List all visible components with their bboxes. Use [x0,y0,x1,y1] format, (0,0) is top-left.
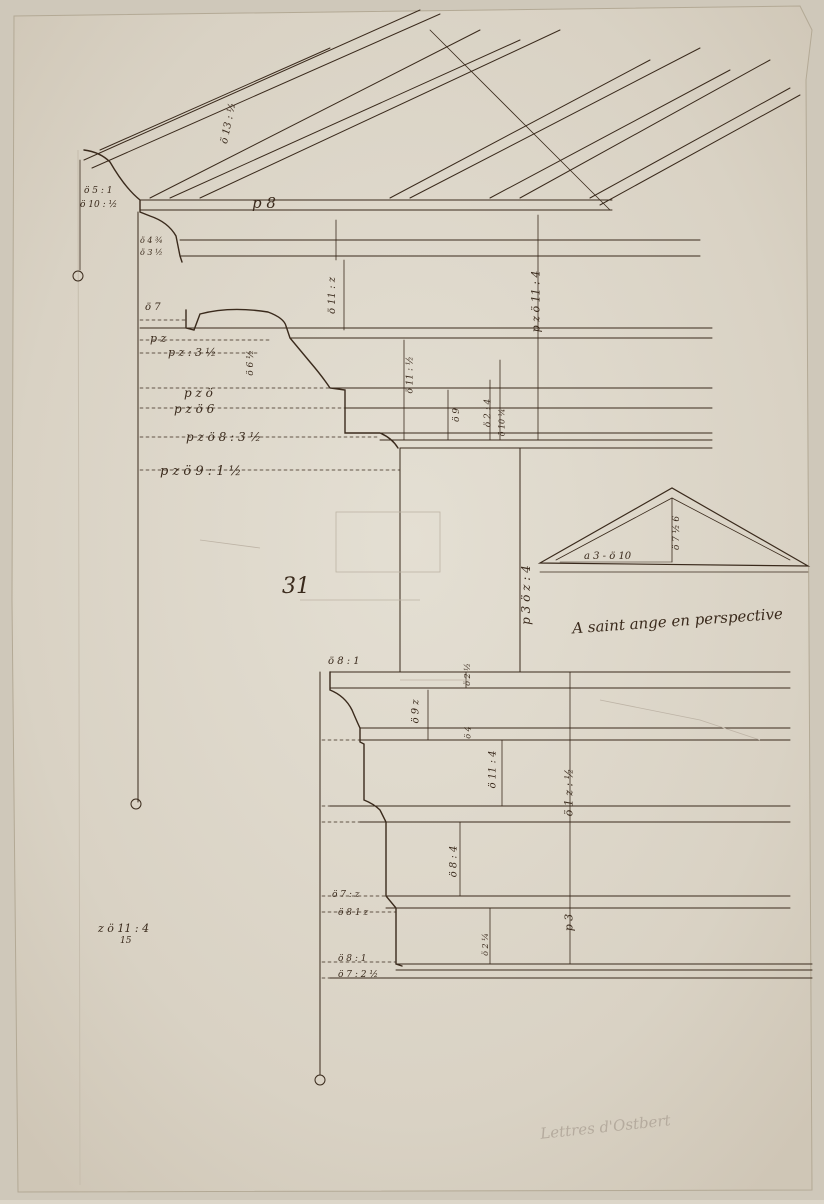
dim-label: ö 6 ½ [245,350,256,376]
dim-label: ö 9 [452,407,463,423]
dim-label: ö 11 : z [326,277,338,314]
paper-sheet [11,5,813,1193]
dim-label: p z ö 8 : 3 ½ [186,430,262,444]
sheet-number: 31 [282,574,310,599]
upper-dim-leaders [139,319,401,471]
margin-note-sub: 15 [120,936,132,946]
margin-note: z ö 11 : 4 [98,922,150,935]
fold-line [77,149,81,1186]
dim-label: ö 8 1 z [338,908,369,918]
dim-label: ö 5 : 1 [84,186,113,196]
dim-label: ö 10 ¼ [497,408,507,437]
dim-label: ö 2 ½ [462,663,472,686]
dim-label: p z : 3 ½ [168,346,217,359]
dim-label: ö 8 : 4 [448,845,460,878]
dim-label: p 8 [252,194,276,212]
lower-dim-leaders [321,739,397,979]
dim-label: ö 11 : ½ [405,356,416,394]
lower-cornice-profile [329,671,403,967]
dim-label: ö 4 ¾ [140,236,163,245]
dim-label: ö 11 : 4 [487,750,499,789]
dim-label: p z ö 9 : 1 ½ [160,464,242,479]
pediment-triangle [537,487,811,567]
diagonal-measure [429,29,611,211]
upper-cornice-profile [83,149,399,449]
dim-label: ö 2 : 4 [483,398,494,428]
dim-label: p 3 ö z : 4 [518,565,533,625]
dim-label: ö 8 : 1 [338,954,367,964]
dim-label: ö 4 [463,726,473,739]
dim-label: ö 7 [145,302,161,313]
dim-label: ö 9 z [410,699,422,724]
dim-label: ö 3 ½ [140,248,163,257]
faint-sketch [199,511,761,741]
pediment-label: ö 7 ½ 6 [672,515,683,551]
dim-label: p z ö [184,386,213,400]
dim-label: ö 8 : 1 [328,656,360,667]
dim-label: ö 10 : ½ [80,200,118,210]
dim-label: p z ö 11 : 4 [529,270,543,333]
upper-horizontal-lines [139,199,713,449]
raking-lines [83,9,801,206]
dim-label: p z ö 6 [174,402,215,416]
dim-label: ö 1 z : ½ [562,768,576,817]
plumb-bob [130,798,142,810]
pediment-label: a 3 - ö 10 [584,551,632,562]
dim-label: ö 7 : z [332,890,360,900]
dim-label: ö 7 : 2 ½ [338,970,379,980]
dim-label: ö 2 ¼ [480,933,490,956]
dim-label: p z [150,332,167,345]
dim-label: p 3 [562,913,576,932]
lower-horizontal-lines [329,671,813,979]
plumb-bob [72,270,84,282]
